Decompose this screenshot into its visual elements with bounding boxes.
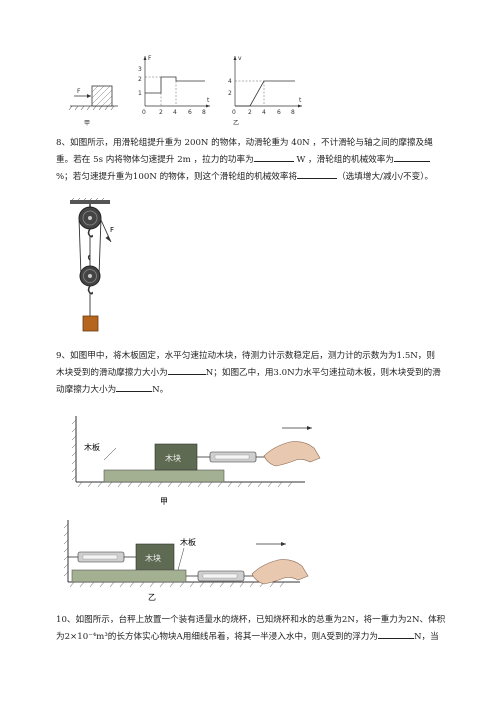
q8-force-label: F (110, 226, 114, 234)
q9-label-yi: 乙 (148, 593, 156, 602)
q7-force-label: F (77, 88, 81, 95)
q8-efficiency-blank[interactable] (393, 152, 430, 162)
q7-ft-x6: 6 (188, 109, 192, 116)
q7-ft-y1: 1 (138, 90, 142, 97)
q9-jia-board (103, 469, 225, 483)
q9-jia-hand (263, 441, 321, 467)
q7-ft-x8: 8 (202, 109, 206, 116)
q9-jia-board-label: 木板 (84, 442, 100, 452)
q10-buoyancy-blank[interactable] (378, 629, 414, 639)
q7-ft-y2: 2 (138, 76, 142, 83)
q7-vt-axis-label: v (238, 55, 242, 62)
q8-load-block (82, 315, 99, 332)
q10-line-1: 10、如图所示，台秤上放置一个装有适量水的烧杯，已知烧杯和水的总重为2N，将一重… (56, 615, 446, 625)
q8-line-1: 8、如图所示，用滑轮组提升重为 200N 的物体，动滑轮重为 40N ，不计滑轮… (56, 138, 433, 148)
q9-jia-block-label: 木块 (165, 453, 181, 463)
q7-vt-x2: 2 (248, 109, 252, 116)
q7-vt-x8: 8 (291, 109, 295, 116)
q8-line-3: %；若匀速提升重为100N 的物体，则这个滑轮组的机械效率将（选填增大/减小/不… (56, 169, 472, 186)
q8-pulley-figure: F (70, 198, 114, 332)
q7-ft-x0: 0 (142, 109, 146, 116)
q9-label-jia: 甲 (160, 497, 168, 506)
q7-vt-x0: 0 (232, 109, 236, 116)
q7-ft-graph (143, 56, 210, 108)
question-9: 9、如图甲中，将木板固定，水平匀速拉动木块，待测力计示数稳定后，测力计的示数为为… (56, 348, 472, 399)
q7-label-jia: 甲 (84, 120, 90, 127)
q7-vt-x4: 4 (262, 109, 266, 116)
q7-block-diagram (68, 85, 118, 111)
q9-friction-blank-2[interactable] (116, 382, 153, 392)
q7-vt-graph (233, 56, 302, 108)
question-10: 10、如图所示，台秤上放置一个装有适量水的烧杯，已知烧杯和水的总重为2N，将一重… (56, 612, 472, 646)
q9-yi-block-label: 木块 (145, 553, 161, 563)
q9-figure-jia: 木板 木块 甲 (71, 416, 321, 506)
q7-ft-x2: 2 (159, 109, 163, 116)
q9-yi-board (71, 569, 187, 583)
q7-label-yi: 乙 (233, 120, 239, 127)
q9-line-1: 9、如图甲中，将木板固定，水平匀速拉动木块，待测力计示数稳定后，测力计的示数为为… (56, 351, 435, 361)
q9-figure-yi: 木块 木板 乙 (63, 520, 309, 602)
q8-change-blank[interactable] (297, 169, 338, 179)
q7-ft-axis-label: F (148, 55, 152, 62)
q8-line-2: 重。若在 5s 内将物体匀速提升 2m ，拉力的功率为 W ，滑轮组的机械效率为 (56, 152, 472, 169)
q7-vt-x6: 6 (277, 109, 281, 116)
q7-ft-y3: 3 (138, 66, 142, 73)
q7-figure: F 甲 F 3 2 1 0 2 4 6 8 t v 4 2 0 2 4 6 8 … (68, 55, 302, 127)
question-8: 8、如图所示，用滑轮组提升重为 200N 的物体，动滑轮重为 40N ，不计滑轮… (56, 135, 472, 186)
q7-vt-y4: 4 (228, 78, 232, 85)
q9-yi-board-label: 木板 (180, 537, 196, 547)
q9-friction-blank-1[interactable] (167, 365, 206, 375)
q7-vt-t-label: t (299, 97, 302, 104)
q8-power-blank[interactable] (253, 152, 294, 162)
q7-vt-y2: 2 (228, 90, 232, 97)
q7-ft-x4: 4 (173, 109, 177, 116)
q7-ft-t-label: t (207, 97, 210, 104)
q9-yi-hand (251, 559, 309, 585)
q10-line-2: 为2×10⁻⁴m³的长方体实心物块A用细线吊着，将其一半浸入水中，则A受到的浮力… (56, 629, 472, 646)
